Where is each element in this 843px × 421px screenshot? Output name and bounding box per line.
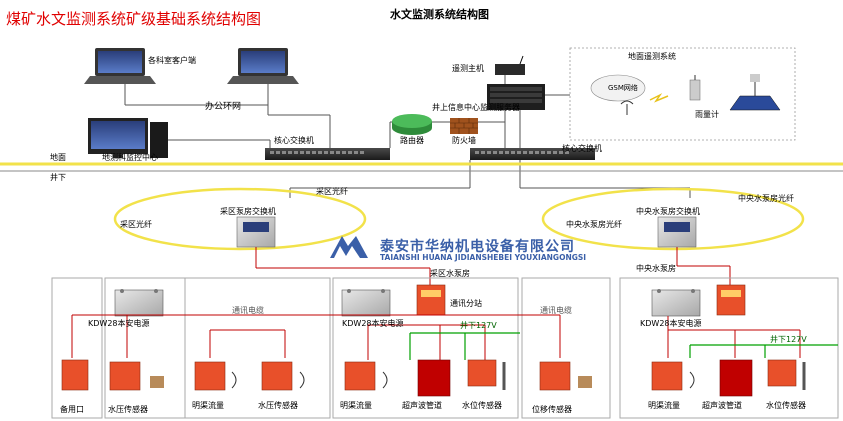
label-office-net: 办公环网 (205, 102, 242, 112)
firewall-device (450, 118, 478, 134)
label-rain-gauge: 雨量计 (695, 110, 719, 119)
label-comm-substation: 通讯分站 (450, 299, 482, 308)
client-laptop-right (227, 48, 299, 84)
label-clients: 各科室客户端 (148, 56, 196, 65)
sensor-ultrasonic-2 (719, 359, 753, 397)
info-server-device (487, 84, 545, 110)
room-displacement (521, 277, 611, 419)
sensor-flow-1 (194, 361, 237, 391)
sensor-flow-2 (344, 361, 388, 391)
label-pressure-1: 水压传感器 (108, 405, 148, 414)
label-surface-telemetry: 地面遥测系统 (628, 52, 676, 61)
label-surface-below: 井下 (50, 173, 66, 182)
central-fiber-ring (541, 187, 805, 251)
central-pump-switch-device (657, 216, 697, 248)
gsm-network-cloud (590, 74, 646, 102)
label-mining-pump-room: 采区水泵房 (430, 269, 470, 278)
diagram-red-title: 煤矿水文监测系统矿级基础系统结构图 (6, 10, 262, 28)
central-substation-device (716, 284, 746, 316)
router-device (392, 114, 432, 135)
power-supply-2 (341, 289, 391, 317)
room-spare (51, 277, 103, 419)
label-channel-flow-2: 明渠流量 (340, 401, 372, 410)
rain-gauge-device (689, 75, 701, 101)
sensor-level-2 (767, 359, 806, 390)
company-romanized: TAIANSHI HUANA JIDIANSHEBEI YOUXIANGONGS… (380, 253, 587, 262)
label-displacement: 位移传感器 (532, 405, 572, 414)
label-mining-pump-switch: 采区泵房交换机 (220, 207, 276, 216)
comm-substation-device (416, 284, 446, 316)
label-comm-cable-2: 通讯电缆 (540, 306, 572, 315)
telemetry-host-device (495, 55, 525, 75)
label-monitor-center: 地测科监控中心 (102, 153, 158, 162)
label-level-1: 水位传感器 (462, 401, 502, 410)
label-127v-2: 井下127V (770, 335, 807, 344)
sensor-ultrasonic-1 (417, 359, 451, 397)
label-spare-port: 备用口 (60, 405, 84, 414)
mining-pump-switch-device (236, 216, 276, 248)
power-supply-1 (114, 289, 164, 317)
power-supply-3 (651, 289, 701, 317)
label-firewall: 防火墙 (452, 136, 476, 145)
label-central-pump-room: 中央水泵房 (636, 264, 676, 273)
label-core-switch-left: 核心交换机 (274, 136, 314, 145)
label-core-switch-right: 核心交换机 (562, 144, 602, 153)
wireless-bolt (649, 93, 669, 103)
label-ultrasonic-2: 超声波管道 (702, 401, 742, 410)
room-mining-pump (332, 277, 519, 419)
sensor-displacement (539, 361, 592, 391)
monitor-center-desktop (88, 118, 168, 158)
sensor-level-1 (467, 359, 506, 390)
label-power-1: KDW28本安电源 (88, 319, 150, 328)
label-central-pump-switch: 中央水泵房交换机 (636, 207, 700, 216)
antenna-icon (620, 100, 634, 115)
label-level-2: 水位传感器 (766, 401, 806, 410)
label-mining-fiber-left: 采区光纤 (120, 220, 152, 229)
label-router: 路由器 (400, 136, 424, 145)
room-flow-1 (184, 277, 331, 419)
core-switch-right-device (470, 148, 595, 160)
label-info-server: 井上信息中心监测服务器 (432, 103, 520, 112)
company-name: 泰安市华纳机电设备有限公司 (380, 239, 575, 255)
client-laptop-left (84, 48, 156, 84)
label-gsm: GSM网络 (608, 84, 638, 92)
sensor-pressure-1 (109, 361, 164, 391)
sensor-pressure-2 (261, 361, 305, 391)
label-ultrasonic-1: 超声波管道 (402, 401, 442, 410)
solar-panel-device (729, 74, 781, 111)
label-surface-above: 地面 (50, 153, 66, 162)
label-central-fiber-left: 中央水泵房光纤 (566, 220, 622, 229)
room-central-pump (619, 277, 839, 419)
label-telemetry-host: 遥测主机 (452, 64, 484, 73)
sensor-spare (61, 359, 89, 391)
label-comm-cable-1: 通讯电缆 (232, 306, 264, 315)
sensor-flow-3 (651, 361, 695, 391)
mining-fiber-ring (113, 187, 367, 251)
label-channel-flow-1: 明渠流量 (192, 401, 224, 410)
label-central-fiber-right: 中央水泵房光纤 (738, 194, 794, 203)
label-mining-fiber-top: 采区光纤 (316, 187, 348, 196)
core-switch-left-device (265, 148, 390, 160)
label-power-3: KDW28本安电源 (640, 319, 702, 328)
label-127v-1: 井下127V (460, 321, 497, 330)
label-pressure-2: 水压传感器 (258, 401, 298, 410)
label-power-2: KDW28本安电源 (342, 319, 404, 328)
label-channel-flow-3: 明渠流量 (648, 401, 680, 410)
company-logo-icon (330, 236, 368, 258)
diagram-main-title: 水文监测系统结构图 (390, 8, 489, 21)
